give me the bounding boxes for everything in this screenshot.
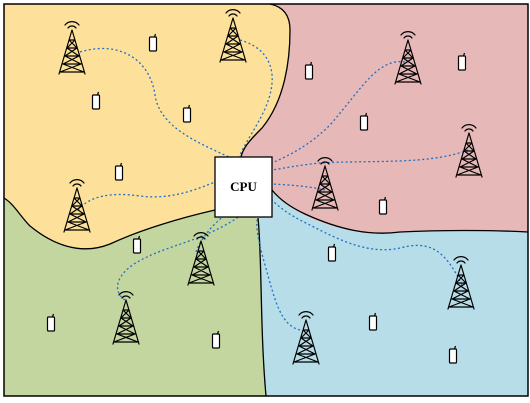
cpu-box bbox=[214, 156, 273, 218]
boundary-right bbox=[271, 189, 529, 234]
link-tower-8 bbox=[116, 215, 241, 301]
radio-tower-icon bbox=[292, 311, 320, 365]
mobile-phone-icon bbox=[304, 61, 314, 80]
mobile-phone-icon bbox=[211, 330, 221, 349]
link-tower-1 bbox=[79, 47, 236, 161]
radio-tower-icon bbox=[187, 232, 215, 286]
mobile-phone-icon bbox=[182, 104, 192, 123]
link-tower-2 bbox=[237, 39, 273, 163]
radio-tower-icon bbox=[219, 9, 247, 63]
mobile-phone-icon bbox=[448, 345, 458, 364]
cpu-node: CPU bbox=[214, 156, 273, 218]
mobile-phone-icon bbox=[91, 91, 101, 110]
region-top-left bbox=[4, 4, 290, 249]
mobile-phone-icon bbox=[46, 313, 56, 332]
link-tower-6 bbox=[77, 181, 216, 211]
cpu-label: CPU bbox=[230, 179, 257, 194]
link-tower-10 bbox=[271, 199, 463, 286]
mobile-phone-icon bbox=[359, 112, 369, 131]
mobile-phone-icon bbox=[114, 162, 124, 181]
mobile-phone-icon bbox=[368, 312, 378, 331]
region-bottom-right bbox=[258, 190, 528, 396]
radio-tower-icon bbox=[394, 31, 422, 85]
mobile-phone-icon bbox=[457, 52, 467, 71]
radio-tower-icon bbox=[112, 291, 140, 345]
mobile-phone-icon bbox=[378, 196, 388, 215]
radio-tower-icon bbox=[58, 21, 86, 75]
radio-tower-icon bbox=[311, 157, 339, 211]
link-tower-4 bbox=[271, 149, 469, 171]
radio-tower-icon bbox=[63, 179, 91, 233]
outer-frame bbox=[3, 3, 529, 397]
mobile-phone-icon bbox=[327, 243, 337, 262]
boundary-top-left bbox=[239, 3, 291, 171]
boundary-bottom bbox=[257, 217, 267, 397]
radio-tower-icon bbox=[447, 256, 475, 310]
radio-tower-icon bbox=[455, 124, 483, 178]
boundary-left bbox=[3, 197, 216, 250]
mobile-phone-icon bbox=[148, 33, 158, 52]
mobile-phone-icon bbox=[132, 235, 142, 254]
link-tower-9 bbox=[256, 215, 301, 331]
